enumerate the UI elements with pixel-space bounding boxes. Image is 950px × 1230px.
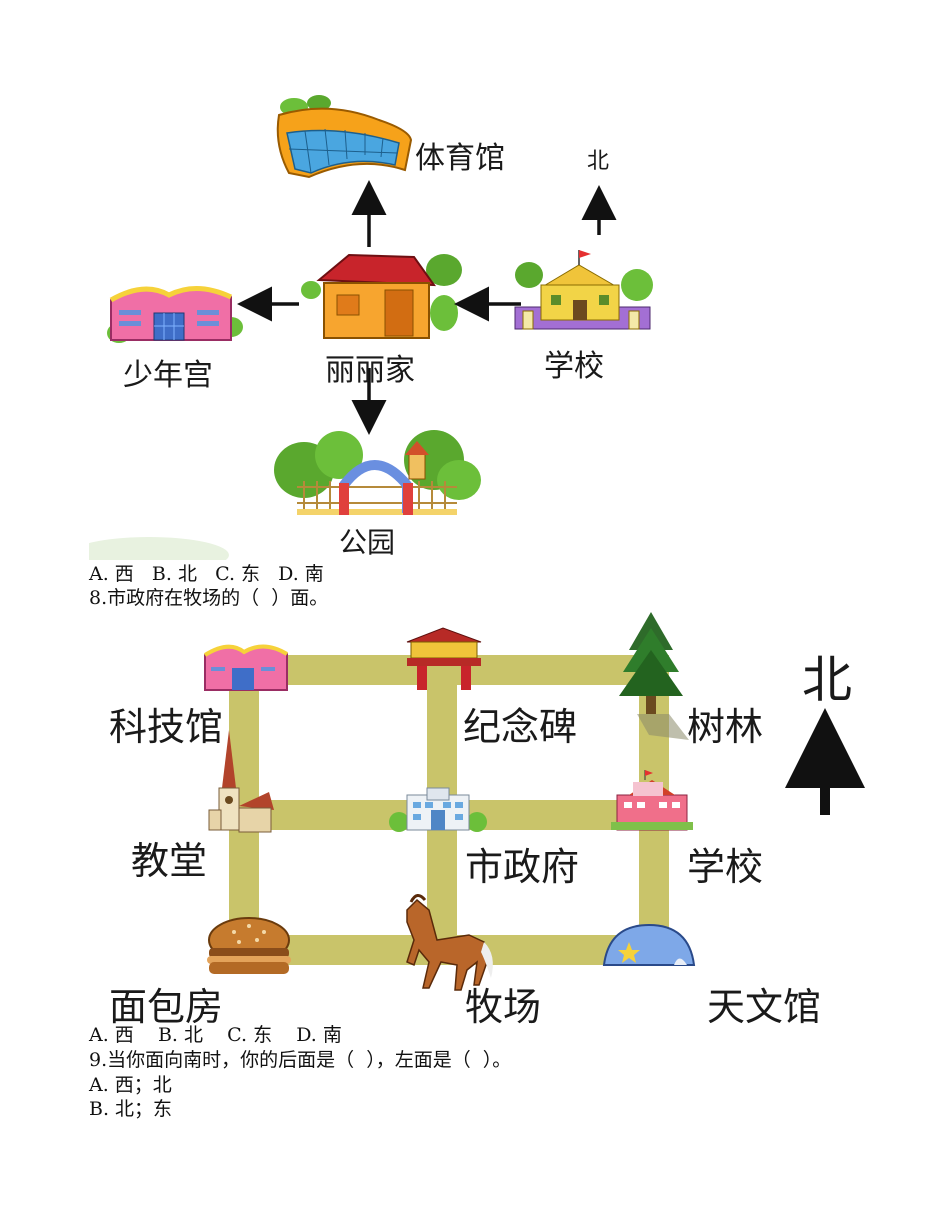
label-north: 北 [587,149,610,174]
q7-options: A. 西 B. 北 C. 东 D. 南 [89,563,324,585]
label-forest: 树林 [687,705,764,749]
label-ranch: 牧场 [465,985,542,1029]
label-park: 公园 [339,526,396,559]
q8-options: A. 西 B. 北 C. 东 D. 南 [89,1024,342,1046]
label-observatory: 天文馆 [707,985,822,1029]
label-church: 教堂 [131,839,208,883]
figure-2-map: 北 科技馆 纪念碑 树林 教堂 市政府 学校 面包房 牧场 天文馆 [89,610,869,1029]
science-museum-icon [203,644,289,691]
ranch-horse-icon [406,894,493,991]
q8-question: 8.市政府在牧场的（ ）面。 [89,587,329,609]
label-bakery: 面包房 [109,985,224,1029]
q9-option-b: B. 北；东 [89,1098,173,1120]
school-2-icon [611,770,693,831]
label-north-2: 北 [802,651,852,709]
stadium-icon [276,95,413,179]
label-stadium: 体育馆 [415,141,505,176]
figure-2-drawing [203,612,865,991]
q9-question: 9.当你面向南时，你的后面是（ ），左面是（ ）。 [89,1049,512,1071]
school-icon [514,250,653,330]
figure-1-drawing [89,95,653,560]
ground-decoration [89,537,229,560]
label-lili-home: 丽丽家 [325,353,415,388]
forest-tree-icon [619,612,689,740]
youth-palace-icon [107,285,243,343]
q9-option-a: A. 西；北 [89,1074,172,1096]
figure-1-map: 体育馆 北 少年宫 丽丽家 学校 公园 [89,85,689,560]
label-school-2: 学校 [687,845,764,889]
bakery-bread-icon [207,917,291,974]
lili-home-icon [301,253,462,339]
park-icon [274,430,481,515]
monument-icon [406,627,482,690]
observatory-icon [602,923,696,966]
label-science-museum: 科技馆 [109,705,224,749]
label-school: 学校 [544,349,604,384]
church-icon [208,730,274,833]
label-monument: 纪念碑 [463,705,578,749]
label-city-hall: 市政府 [465,845,580,889]
city-hall-icon [389,787,487,832]
label-youth-palace: 少年宫 [123,358,213,393]
